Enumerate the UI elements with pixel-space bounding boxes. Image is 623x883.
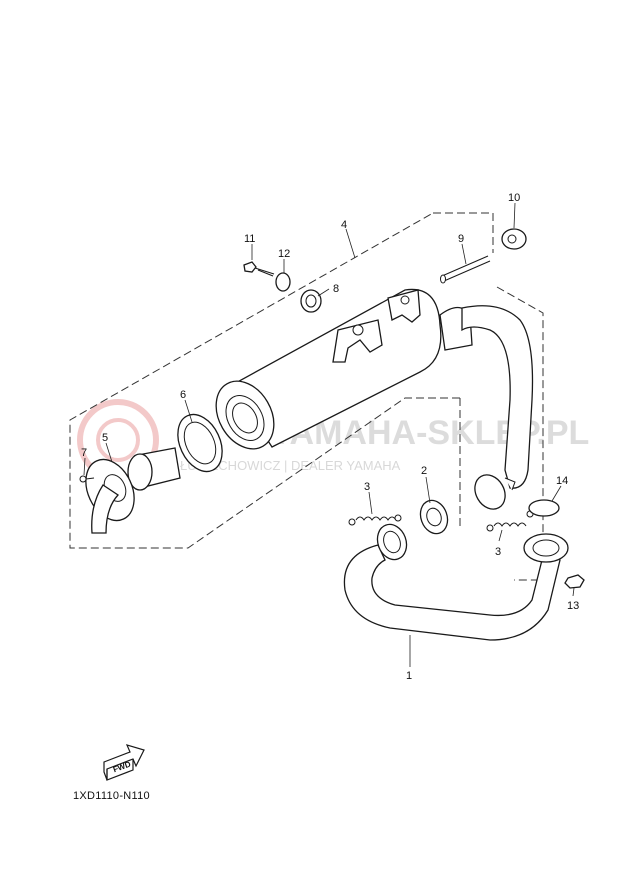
callout-12: 12 (278, 248, 290, 260)
exhaust-pipe (461, 305, 534, 489)
gasket-14 (528, 499, 560, 517)
fwd-arrow-icon: FWD (103, 744, 145, 781)
callout-8: 8 (333, 283, 339, 295)
diagram-code: 1XD1110-N110 (73, 790, 150, 802)
gasket-ring (419, 499, 449, 535)
callout-6: 6 (180, 389, 186, 401)
callout-5: 5 (102, 432, 108, 444)
exhaust-pipe-bend (343, 544, 561, 641)
pipe-joint (474, 474, 506, 510)
damper-8 (300, 289, 322, 313)
callout-9: 9 (458, 233, 464, 245)
watermark: YAMAHA-SKLEP.PL ŁUCIECHOWICZ | DEALER YA… (77, 399, 589, 481)
callout-11: 11 (244, 233, 255, 245)
spring-left (348, 514, 402, 526)
screw-7 (79, 475, 95, 483)
callout-3-right: 3 (495, 546, 501, 558)
callout-2: 2 (421, 465, 427, 477)
assembly-outline-muffler (69, 212, 544, 581)
watermark-subtitle: ŁUCIECHOWICZ | DEALER YAMAHA (180, 458, 401, 473)
leader-lines (83, 202, 575, 667)
callout-3-left: 3 (364, 481, 370, 493)
callouts: 1 2 3 3 4 5 6 7 8 9 10 11 12 13 14 (81, 192, 579, 682)
callout-7: 7 (81, 447, 87, 459)
washer-12 (275, 272, 291, 292)
callout-10: 10 (508, 192, 520, 204)
callout-13: 13 (567, 600, 579, 612)
callout-14: 14 (556, 475, 568, 487)
nut-13 (564, 574, 585, 589)
gasket-6 (177, 413, 223, 473)
bolt-11 (243, 261, 275, 277)
muffler-body (215, 288, 473, 450)
nut-10 (501, 228, 527, 250)
callout-4: 4 (341, 219, 347, 231)
callout-1: 1 (406, 670, 412, 682)
spring-right (486, 510, 534, 532)
exhaust-flange (523, 533, 569, 563)
bolt-9 (440, 255, 491, 284)
end-cap-assembly (85, 447, 181, 534)
